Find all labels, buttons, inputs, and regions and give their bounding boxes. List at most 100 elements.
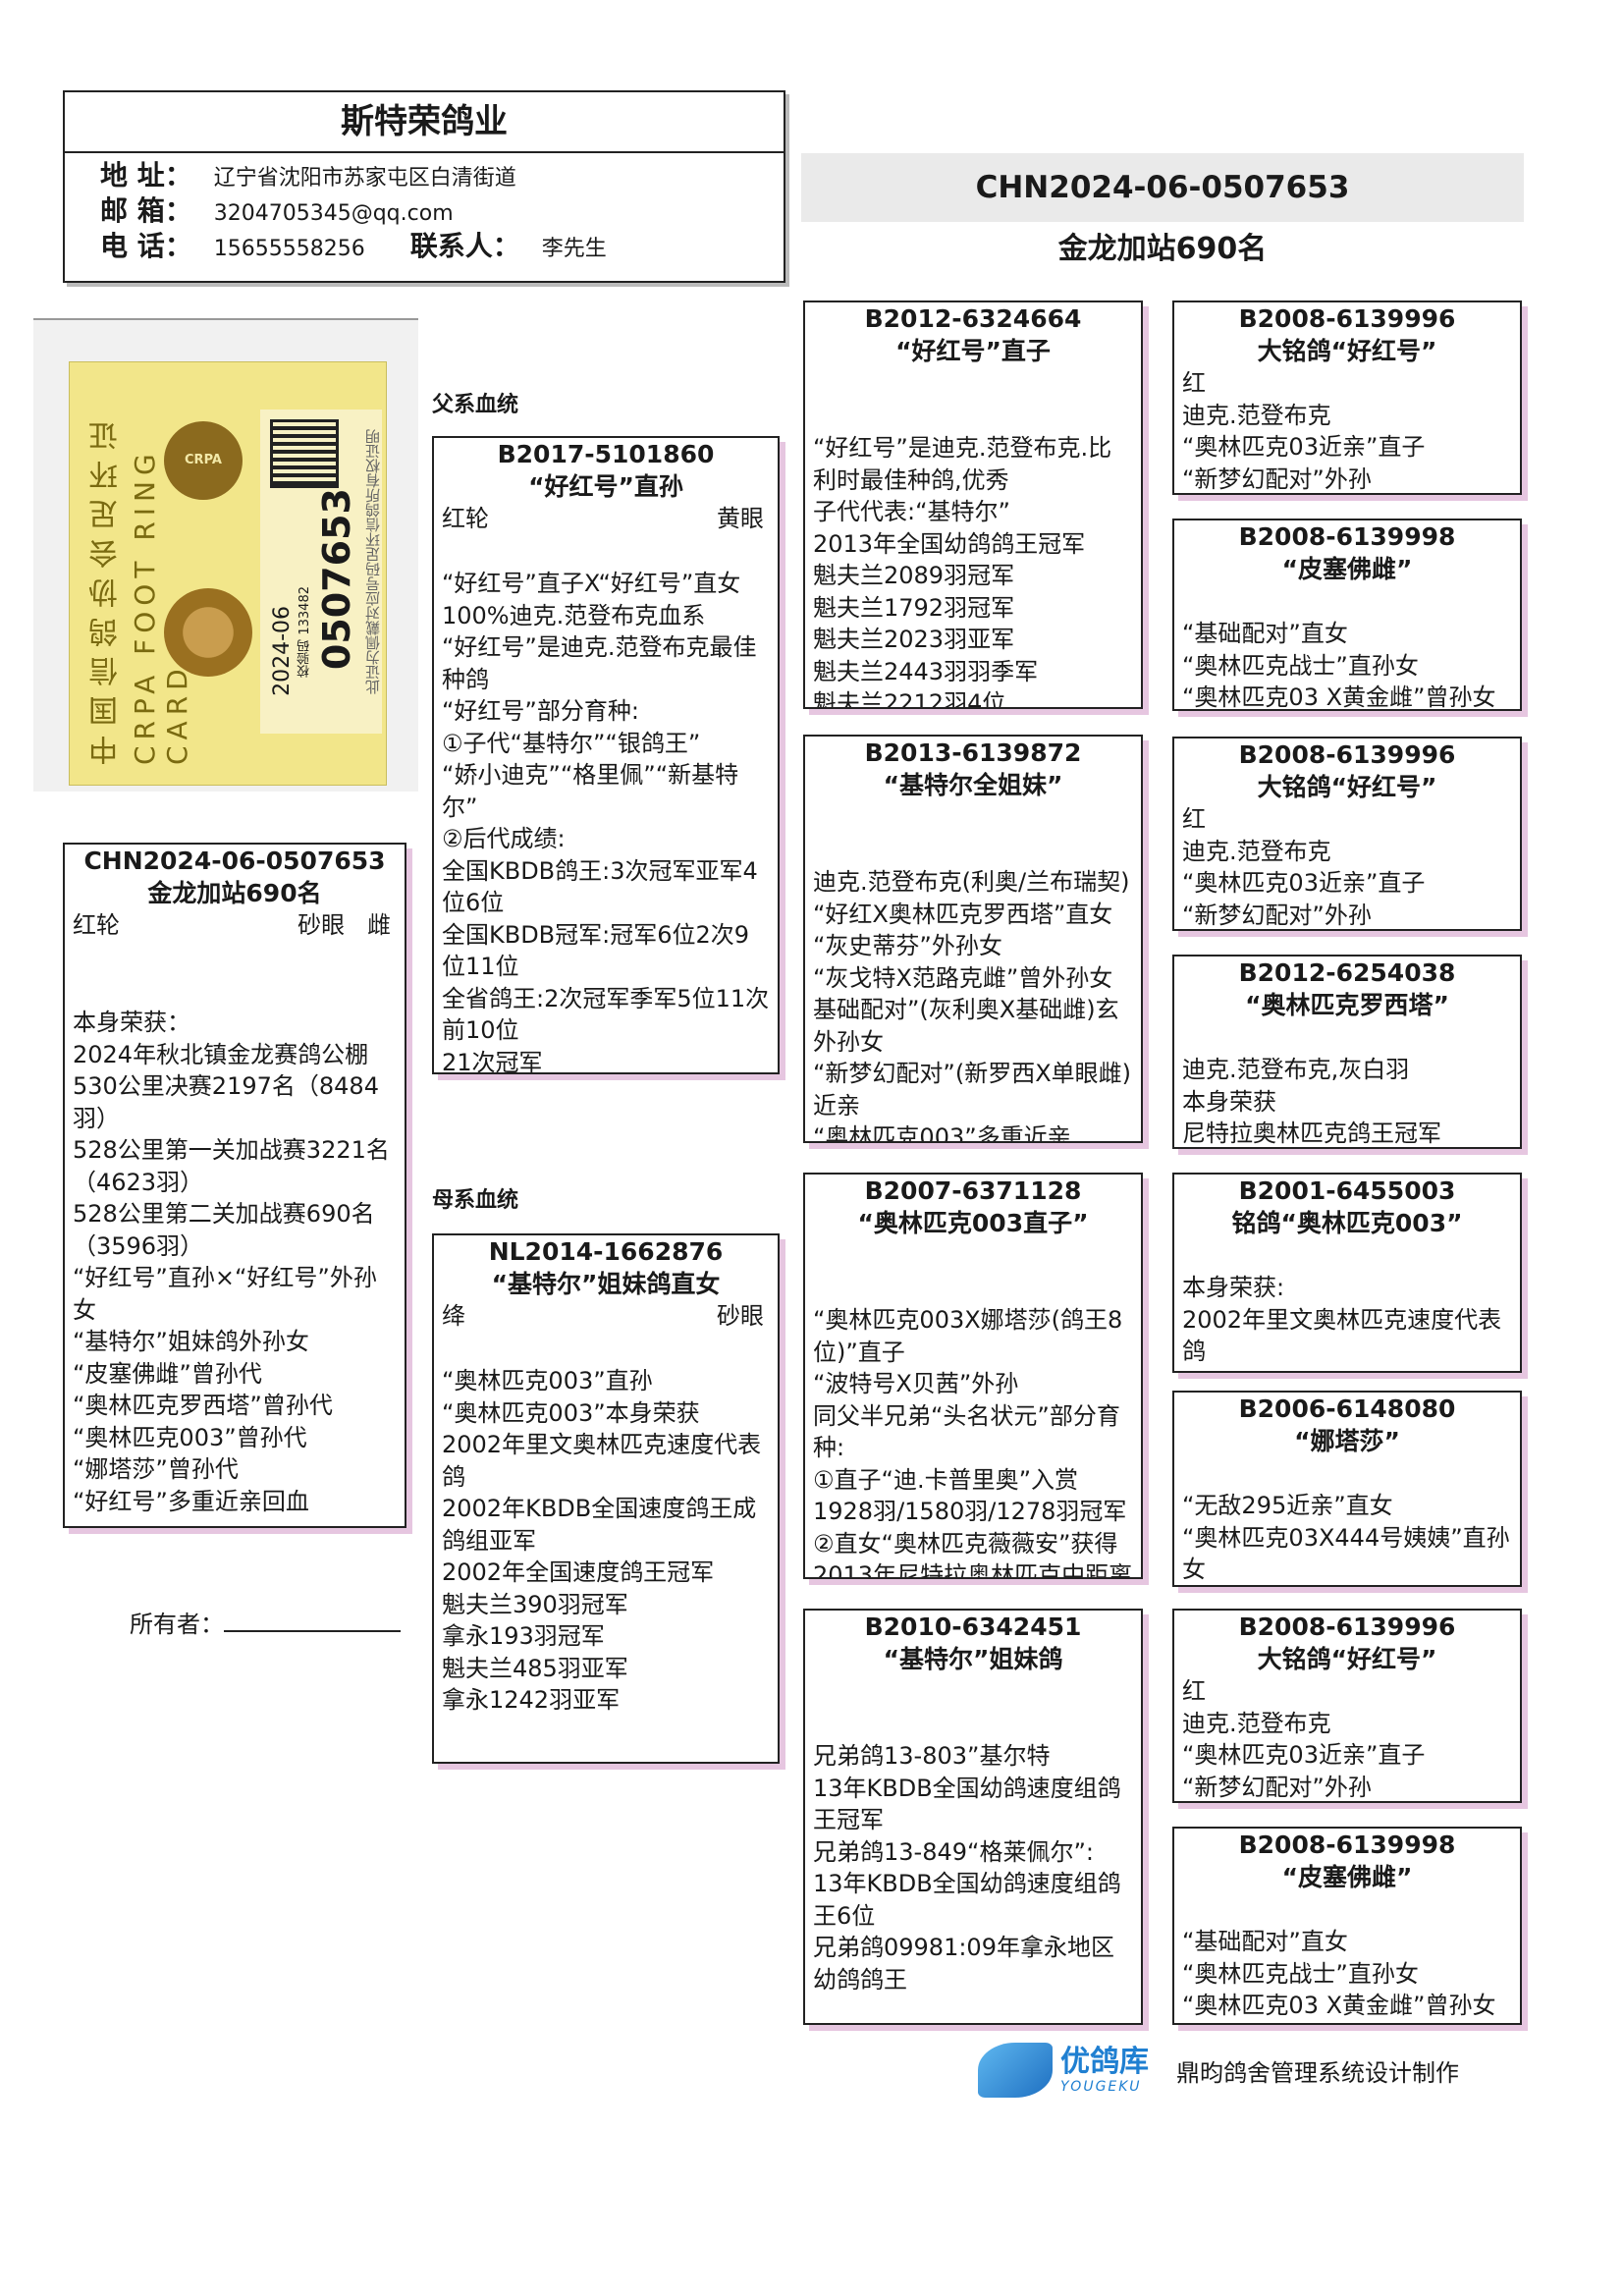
breeder-email: 3204705345@qq.com [213,201,454,226]
sire-note-line: 全国KBDB冠军:冠军6位2次9位11位 [442,920,750,981]
subject-note-line: “娜塔莎”曾孙代 [73,1455,239,1483]
sire-line-gen3-0-note-line: 2013年全国幼鸽鸽王冠军 [813,529,1086,558]
sire-note-line: ②后代成绩: [442,825,566,852]
sire-title: “好红号”直孙 [528,472,683,501]
dam-note-line: 魁夫兰485羽亚军 [442,1654,628,1682]
ancestor-gen4-1-notes: “基础配对”直女“奥林匹克战士”直孙女“奥林匹克03 X黄金雌”曾孙女 [1174,618,1520,709]
ancestor-gen4-6-note-line: “新梦幻配对”外孙 [1182,1773,1372,1801]
ancestor-gen4-2-notes: 红迪克.范登布克 “奥林匹克03近亲”直子 “新梦幻配对”外孙 [1174,803,1520,929]
sire-ring: B2017-5101860 [497,440,715,468]
sire-line-gen3-1-notes: 迪克.范登布克(利奥/兰布瑞契)“好红X奥林匹克罗西塔”直女“灰史蒂芬”外孙女“… [805,866,1141,1143]
ancestor-gen4-6-notes: 红迪克.范登布克“奥林匹克03近亲”直子“新梦幻配对”外孙 [1174,1675,1520,1801]
ancestor-gen4-2-note-line: 迪克.范登布克 [1182,837,1331,865]
ancestor-gen4-0-note-line: 红 [1182,369,1206,397]
dam-color: 绛 [442,1302,465,1330]
contact-label: 联系人： [409,230,520,262]
ancestor-gen4-2-ring: B2008-6139996 [1238,740,1456,769]
sire-line-gen3-1-note-line: “奥林匹克003”多重近亲 [813,1123,1071,1143]
ring-card-org-cn: 中国信鸽协会足环证 [89,411,124,765]
sire-line-gen3-2-note-line: “奥林匹克003X娜塔莎(鸽王8位)”直子 [813,1306,1123,1366]
sire-note-line: 100%迪克.范登布克血系 [442,601,706,629]
ancestor-gen4-5-note-line: “无敌295近亲”直女 [1182,1492,1393,1519]
ancestor-gen4-3-note-line: 尼特拉奥林匹克鸽王冠军 [1182,1120,1441,1147]
ring-card-check-code: 校验码 133482 [298,586,312,678]
breeder-email-row: 邮 箱：3204705345@qq.com [65,194,784,230]
subject-note-line: 本身荣获： [73,1009,190,1036]
dam-note-line: “奥林匹克003”本身荣获 [442,1398,700,1427]
sire-note-line: ①子代“基特尔”“银鸽王” [442,729,701,757]
subject-note-line: “奥林匹克罗西塔”曾孙代 [73,1392,333,1419]
sire-traits: 红轮黄眼 [434,503,778,535]
sire-line-gen3-1-ring: B2013-6139872 [864,738,1082,767]
sire-line-gen3-0-note-line: 魁夫兰2212羽4位 [813,689,1006,709]
ancestor-gen4-7-notes: “基础配对”直女“奥林匹克战士”直孙女“奥林匹克03 X黄金雌”曾孙女 [1174,1926,1520,2022]
subject-note-line: “奥林匹克003”曾孙代 [73,1423,307,1451]
breeder-address-row: 地 址：辽宁省沈阳市苏家屯区白清街道 [65,159,784,194]
ancestor-gen4-4-note-line: 2002年里文奥林匹克速度代表鸽 [1182,1305,1502,1366]
sire-line-gen3-3-note-line: 兄弟鸽13-803”基尔特 [813,1742,1051,1770]
subject-note-line: 528公里第一关加战赛3221名（4623羽） [73,1136,390,1196]
ancestor-gen4-4-note-line: 本身荣获: [1182,1274,1285,1301]
subject-title: 金龙加站690名 [147,879,322,907]
dam-ring: NL2014-1662876 [488,1237,724,1266]
dam-note-line: “奥林匹克003”直孙 [442,1367,653,1394]
breeder-contact: 李先生 [541,237,607,261]
ancestor-gen4-6-note-line: 红 [1182,1677,1206,1705]
sire-line-gen3-0-note-line: 子代代表:“基特尔” [813,498,1010,525]
sire-line-gen3-2-note-line: 同父半兄弟“头名状元”部分育种: [813,1401,1120,1462]
subject-pigeon-box: CHN2024-06-0507653 金龙加站690名 红轮砂眼 雌 本身荣获：… [63,843,406,1528]
ancestor-gen4-4-notes: 本身荣获: 2002年里文奥林匹克速度代表鸽 [1174,1272,1520,1368]
dam-note-line: 2002年里文奥林匹克速度代表鸽 [442,1431,762,1491]
crpa-logo-icon: CRPA [164,421,243,500]
subject-ring: CHN2024-06-0507653 [83,847,386,875]
ancestor-gen4-1-note-line: “基础配对”直女 [1182,620,1348,647]
globe-pigeon-icon [164,588,252,677]
sire-line-gen3-2-notes: “奥林匹克003X娜塔莎(鸽王8位)”直子 “波特号X贝茜”外孙同父半兄弟“头名状… [805,1304,1141,1577]
sire-line-gen3-1-note-line: “好红X奥林匹克罗西塔”直女 [813,900,1113,928]
header-achievement: 金龙加站690名 [1057,232,1268,266]
dam-note-line: 拿永193羽冠军 [442,1622,605,1650]
sire-line-gen3-0-note-line: 魁夫兰2023羽亚军 [813,626,1015,653]
sire-line-gen3-2-note-line: “波特号X贝茜”外孙 [813,1370,1019,1397]
subject-note-line: “好红号”直孙×“好红号”外孙女 [73,1264,377,1324]
breeder-name: 斯特荣鸽业 [65,92,784,153]
sire-note-line: “娇小迪克”“格里佩”“新基特尔” [442,761,739,821]
address-label: 地 址： [100,159,192,191]
ancestor-gen4-2-note-line: “奥林匹克03近亲”直子 [1182,869,1426,897]
ancestor-gen4-1: B2008-6139998“皮塞佛雌”“基础配对”直女“奥林匹克战士”直孙女“奥… [1172,519,1522,711]
sire-note-line: 21次冠军 [442,1048,543,1074]
ancestor-gen4-2-note-line: 红 [1182,805,1206,833]
qr-code-icon [270,419,339,488]
sire-eye: 黄眼 [717,505,764,532]
dam-eye: 砂眼 [717,1302,764,1330]
ancestor-gen4-3-title: “奥林匹克罗西塔” [1245,991,1449,1019]
sire-line-gen3-2: B2007-6371128“奥林匹克003直子”“奥林匹克003X娜塔莎(鸽王8… [803,1173,1143,1579]
sire-line-gen3-0-ring: B2012-6324664 [864,304,1082,333]
ancestor-gen4-0-ring: B2008-6139996 [1238,304,1456,333]
subject-note-line: 528公里第二关加战赛690名（3596羽） [73,1200,375,1260]
breeder-info-box: 斯特荣鸽业 地 址：辽宁省沈阳市苏家屯区白清街道 邮 箱：3204705345@… [63,90,785,283]
sire-line-gen3-0-note-line: “好红号”是迪克.范登布克.比利时最佳种鸽,优秀 [813,434,1112,494]
ancestor-gen4-5-ring: B2006-6148080 [1238,1394,1456,1423]
subject-note-line: “基特尔”姐妹鸽外孙女 [73,1328,309,1355]
ancestor-gen4-5-title: “娜塔莎” [1294,1427,1400,1455]
sire-section-label: 父系血统 [432,393,519,417]
ancestor-gen4-0-notes: 红迪克.范登布克“奥林匹克03近亲”直子“新梦幻配对”外孙 [1174,367,1520,493]
dam-title: “基特尔”姐妹鸽直女 [491,1270,721,1298]
footer-brand-en: YOUGEKU [1060,2079,1142,2095]
dam-box: NL2014-1662876 “基特尔”姐妹鸽直女 绛 砂眼 “奥林匹克003”直… [432,1233,780,1764]
sire-line-gen3-0: B2012-6324664“好红号”直子“好红号”是迪克.范登布克.比利时最佳种… [803,301,1143,709]
dam-note-line: 2002年全国速度鸽王冠军 [442,1558,715,1586]
subject-note-line: 530公里决赛2197名（8484羽） [73,1072,379,1132]
subject-color: 红轮 [73,911,120,939]
ancestor-gen4-1-title: “皮塞佛雌” [1281,555,1413,583]
ancestor-gen4-2-note-line: “新梦幻配对”外孙 [1182,901,1372,929]
dam-note-line: 魁夫兰390羽冠军 [442,1590,628,1618]
ancestor-gen4-7: B2008-6139998“皮塞佛雌”“基础配对”直女“奥林匹克战士”直孙女“奥… [1172,1827,1522,2025]
ancestor-gen4-1-note-line: “奥林匹克战士”直孙女 [1182,651,1419,680]
sire-line-gen3-0-note-line: 魁夫兰2443羽羽季军 [813,657,1039,685]
sire-line-gen3-1-note-line: “灰史蒂芬”外孙女 [813,932,1002,959]
